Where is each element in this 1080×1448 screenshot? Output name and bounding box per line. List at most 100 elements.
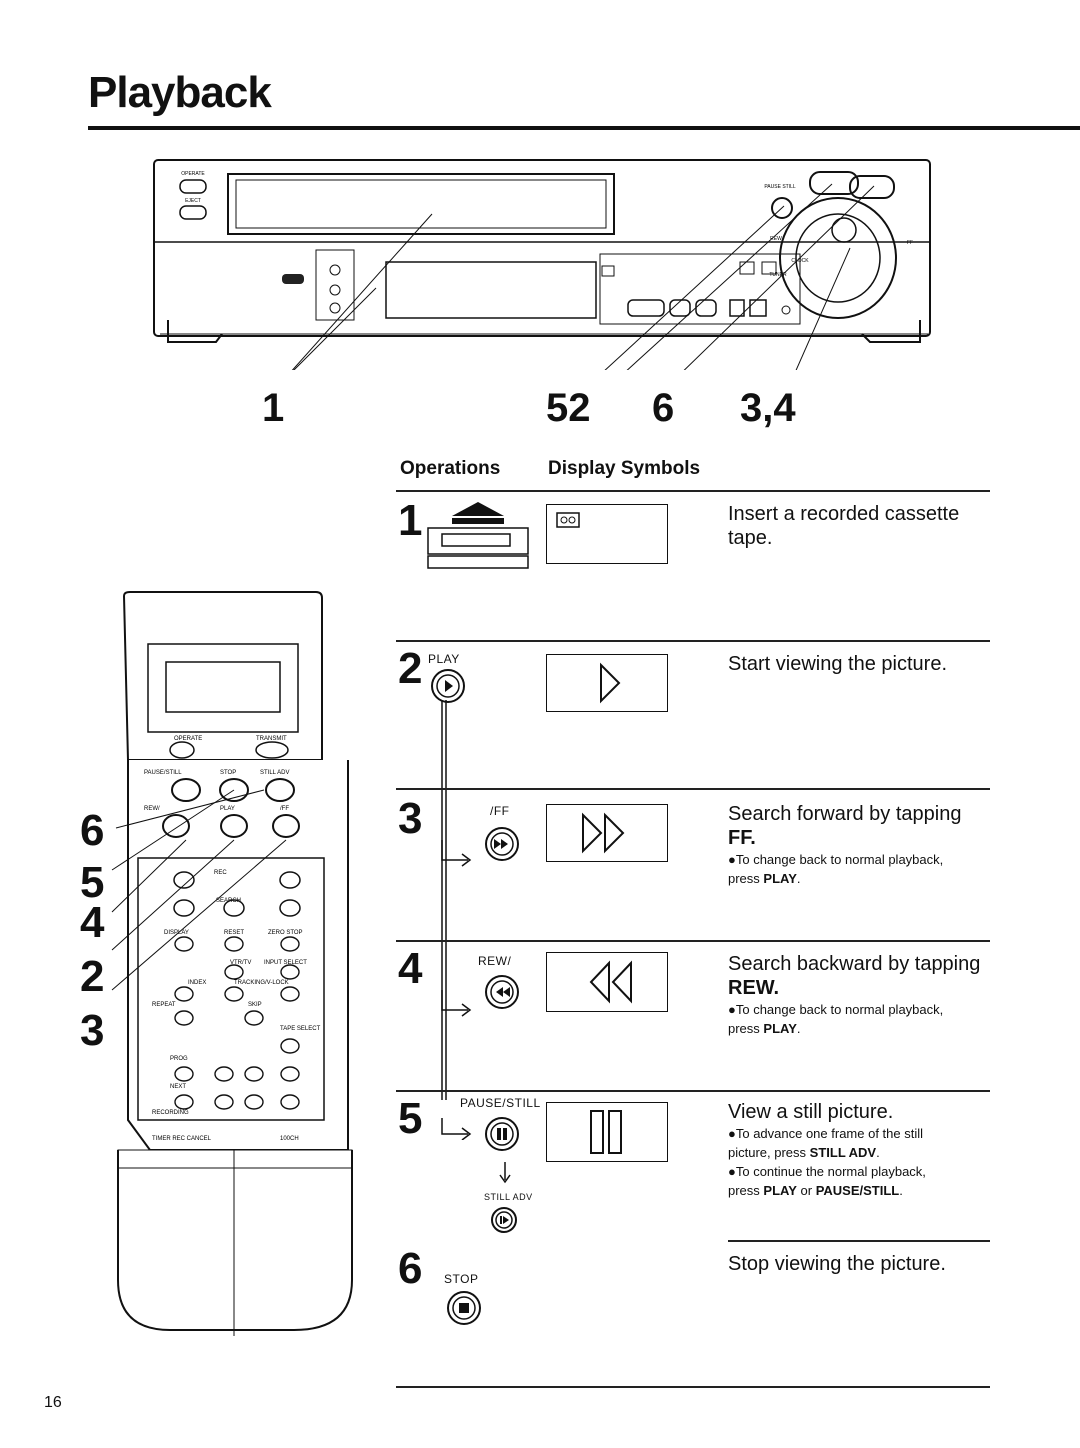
svg-text:TUNER: TUNER [769,272,787,278]
remote-callout-6: 6 [80,806,105,855]
svg-text:TAPE SELECT: TAPE SELECT [280,1026,321,1032]
step-4-description: Search backward by tapping [728,953,981,975]
remote-callout-5: 5 [80,858,105,907]
svg-text:REW: REW [770,236,782,242]
header-rule [396,490,990,492]
svg-text:EJECT: EJECT [185,198,201,204]
vcr-operate-button [179,179,207,194]
svg-text:100CH: 100CH [280,1136,299,1142]
step-3-text: Search forward by tapping FF. ●To change… [728,802,990,888]
ff-button-icon[interactable] [484,826,520,862]
svg-text:REPEAT: REPEAT [152,1002,176,1008]
step-6-number: 6 [398,1244,423,1293]
remote-control-illustration: OPERATE TRANSMIT PAUSE/STILL STOP STILL … [111,591,353,1336]
svg-text:OPERATE: OPERATE [181,171,205,177]
step-3-number: 3 [398,794,423,843]
svg-text:NEXT: NEXT [170,1084,186,1090]
step-3-note: ●To change back to normal playback, pres… [728,852,944,886]
svg-text:PAUSE STILL: PAUSE STILL [764,184,796,190]
svg-text:REC: REC [214,870,227,876]
step-connector-line [441,700,472,1140]
callout-3-4: 3,4 [740,386,796,430]
svg-text:OPERATE: OPERATE [174,736,202,742]
svg-text:ZERO STOP: ZERO STOP [268,930,303,936]
step-rule-3 [396,940,990,942]
rew-label: REW/ [478,954,512,968]
vcr-stop-button [849,175,895,199]
step-rule-2 [396,788,990,790]
step-3-display [546,804,668,862]
svg-text:PROG: PROG [170,1056,188,1062]
step-rule-5 [728,1240,990,1242]
remote-callout-4: 4 [80,898,105,947]
step-5-display [546,1102,668,1162]
display-symbols-header: Display Symbols [548,458,701,479]
svg-text:RECORDING: RECORDING [152,1110,189,1116]
rew-display-icon [589,960,632,1004]
step-rule-4 [396,1090,990,1092]
operations-header: Operations [400,458,501,479]
step-5-description: View a still picture. [728,1101,894,1123]
svg-text:REW/: REW/ [144,806,160,812]
step-6-description: Stop viewing the picture. [728,1253,946,1275]
svg-text:/FF: /FF [280,806,289,812]
svg-text:FF: FF [907,240,913,246]
step-2-description: Start viewing the picture. [728,653,947,675]
step-1-display [546,504,668,564]
step-2-number: 2 [398,644,423,693]
svg-text:CLOCK: CLOCK [791,258,809,264]
svg-text:TIMER REC CANCEL: TIMER REC CANCEL [152,1136,212,1142]
step-5-note-1: ●To advance one frame of the still pictu… [728,1126,924,1160]
vcr-pause-button [771,197,793,219]
play-label: PLAY [428,652,460,666]
step-4-description-key: REW. [728,977,780,999]
svg-text:INDEX: INDEX [188,980,206,986]
svg-text:STILL ADV: STILL ADV [260,770,289,776]
callout-52: 52 [546,386,591,430]
play-button-icon[interactable] [430,668,466,704]
remote-callout-3: 3 [80,1006,105,1055]
bottom-rule [396,1386,990,1388]
svg-text:INPUT SELECT: INPUT SELECT [264,960,307,966]
stop-button-icon[interactable] [446,1290,482,1326]
step-2-display [546,654,668,712]
step-5-note-2: ●To continue the normal playback, press … [728,1164,926,1198]
page-title: Playback [88,68,272,117]
step-4-number: 4 [398,944,423,993]
svg-text:TRACKING/V-LOCK: TRACKING/V-LOCK [234,980,289,986]
title-rule [88,126,1080,130]
svg-text:RESET: RESET [224,930,244,936]
step-5-text: View a still picture. ●To advance one fr… [728,1100,990,1200]
step-rule-1 [396,640,990,642]
step-4-note: ●To change back to normal playback, pres… [728,1002,944,1036]
stop-label: STOP [444,1272,479,1286]
ff-label: /FF [490,804,510,818]
svg-text:PLAY: PLAY [220,806,235,812]
ff-display-icon [582,812,625,854]
svg-text:PAUSE/STILL: PAUSE/STILL [144,770,182,776]
cassette-display-icon [556,512,580,528]
callout-1: 1 [262,386,285,430]
pause-display-icon [590,1110,622,1154]
svg-text:STOP: STOP [220,770,236,776]
still-adv-button-icon[interactable] [490,1206,518,1234]
pause-still-label: PAUSE/STILL [460,1096,543,1110]
still-adv-label: STILL ADV [484,1192,533,1202]
pause-still-button-icon[interactable] [484,1116,520,1152]
svg-text:TRANSMIT: TRANSMIT [256,736,287,742]
remote-callout-2: 2 [80,952,105,1001]
cassette-eject-icon [427,502,529,569]
page-number: 16 [44,1394,62,1411]
svg-text:DISPLAY: DISPLAY [164,930,189,936]
play-display-icon [600,662,621,704]
step-5-number: 5 [398,1094,423,1143]
step-1-description: Insert a recorded cassette tape. [728,503,960,549]
vcr-play-button [809,171,859,195]
svg-text:VTR/TV: VTR/TV [230,960,251,966]
step-3-description: Search forward by tapping [728,803,962,825]
rew-button-icon[interactable] [484,974,520,1010]
vcr-front-panel-illustration: OPERATE EJECT PAUSE STILL REW FF TUNER C… [153,159,931,370]
svg-text:SKIP: SKIP [248,1002,262,1008]
step-4-text: Search backward by tapping REW. ●To chan… [728,952,990,1038]
step-1-number: 1 [398,496,423,545]
